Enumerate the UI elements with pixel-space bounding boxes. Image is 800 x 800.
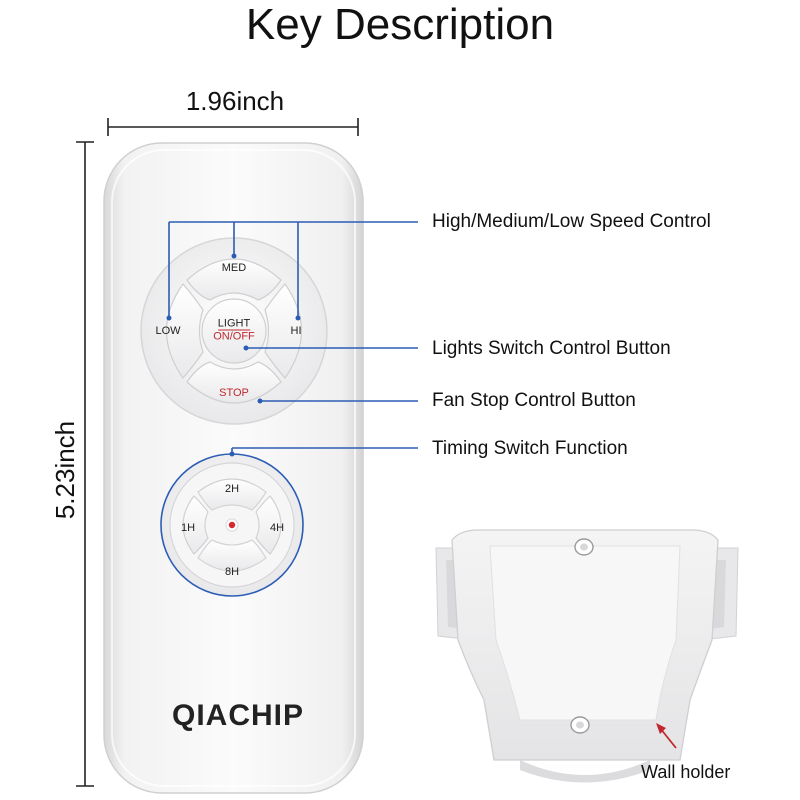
low-label: LOW bbox=[155, 325, 181, 337]
width-label: 1.96inch bbox=[185, 86, 285, 116]
timer-8h-button bbox=[197, 539, 267, 572]
callout-lines bbox=[168, 221, 418, 454]
timer-8h-label: 8H bbox=[224, 566, 240, 578]
hi-label: HI bbox=[290, 325, 302, 337]
timer-2h-label: 2H bbox=[224, 483, 240, 495]
light-button bbox=[201, 298, 267, 364]
page-title: Key Description bbox=[245, 0, 555, 49]
speed-callout: High/Medium/Low Speed Control bbox=[432, 211, 711, 232]
timer-1h-label: 1H bbox=[180, 522, 196, 534]
wall-holder bbox=[435, 529, 739, 783]
low-button bbox=[166, 283, 204, 379]
light-label-line1: LIGHT bbox=[217, 317, 251, 331]
timer-4h-label: 4H bbox=[269, 522, 285, 534]
wall-holder-label: Wall holder bbox=[641, 762, 731, 782]
stop-callout: Fan Stop Control Button bbox=[432, 390, 636, 411]
hi-button bbox=[264, 283, 302, 379]
light-label: LIGHT ON/OFF bbox=[213, 318, 255, 343]
stop-label: STOP bbox=[219, 387, 249, 399]
light-label-line2: ON/OFF bbox=[213, 330, 255, 343]
timer-4h-button bbox=[255, 495, 282, 555]
height-label: 5.23inch bbox=[50, 420, 80, 520]
timer-callout: Timing Switch Function bbox=[432, 438, 628, 459]
brand-logo: QIACHIP bbox=[171, 699, 305, 732]
med-button bbox=[186, 258, 282, 301]
width-dimension-line bbox=[107, 118, 359, 136]
led-indicator bbox=[228, 521, 236, 529]
med-label: MED bbox=[221, 262, 247, 274]
stop-button bbox=[186, 361, 282, 404]
light-callout: Lights Switch Control Button bbox=[432, 338, 671, 359]
arrow-icon bbox=[656, 723, 677, 749]
timer-1h-button bbox=[182, 495, 209, 555]
timer-2h-button bbox=[197, 478, 267, 511]
height-dimension-line bbox=[76, 141, 94, 787]
